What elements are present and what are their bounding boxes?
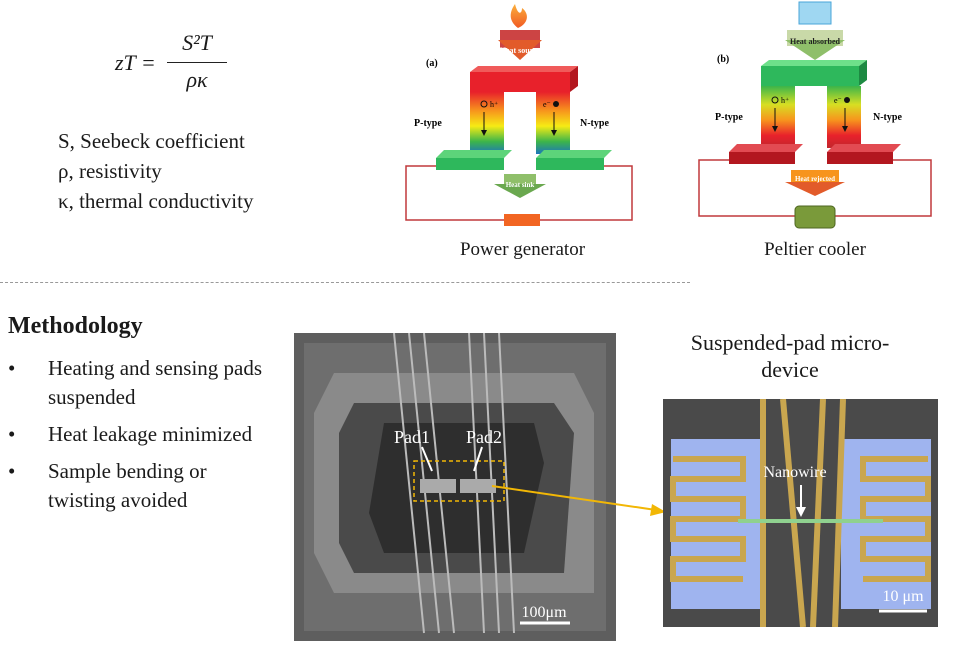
ice-icon bbox=[798, 1, 832, 25]
battery-icon bbox=[794, 205, 836, 229]
definition-seebeck: S, Seebeck coefficient bbox=[58, 129, 245, 153]
hole-carrier-label: h⁺ bbox=[781, 96, 789, 105]
section-divider bbox=[0, 282, 690, 283]
zoom-region-box bbox=[413, 460, 505, 502]
hole-carrier-label: h⁺ bbox=[490, 100, 498, 109]
sem-device-image: Pad1 Pad2 100μm bbox=[294, 333, 616, 641]
zoom-scale-label: 10 μm bbox=[882, 588, 924, 605]
pad2-label: Pad2 bbox=[466, 427, 502, 447]
formula-fraction: S²T ρκ bbox=[167, 28, 227, 93]
methodology-bullet: •Heat leakage minimized bbox=[8, 422, 253, 446]
zoomed-device-image: Nanowire 10 μm bbox=[663, 399, 938, 627]
formula-lhs: zT = bbox=[115, 50, 156, 75]
nanowire-label: Nanowire bbox=[763, 464, 826, 481]
power-generator-diagram: Heat source (a) h⁺ e⁻ P-type N-type Heat… bbox=[405, 4, 633, 226]
heat-absorbed-label: Heat absorbed bbox=[790, 37, 841, 46]
electron-carrier-label: e⁻ bbox=[834, 96, 842, 105]
formula-denominator: ρκ bbox=[186, 67, 208, 92]
flame-icon bbox=[510, 4, 527, 28]
formula-numerator: S²T bbox=[167, 28, 227, 63]
panel-a-label: (a) bbox=[426, 58, 438, 69]
definition-resistivity: ρ, resistivity bbox=[58, 159, 162, 183]
pad1-label: Pad1 bbox=[394, 427, 430, 447]
peltier-cooler-caption: Peltier cooler bbox=[764, 239, 866, 260]
heat-source-label: Heat source bbox=[500, 46, 541, 55]
n-type-label: N-type bbox=[580, 118, 609, 129]
heat-rejected-label: Heat rejected bbox=[795, 175, 835, 183]
peltier-cooler-diagram: Heat absorbed (b) h⁺ e⁻ P-type N-type He… bbox=[698, 1, 932, 229]
micro-device-title: Suspended-pad micro-device bbox=[690, 330, 890, 382]
methodology-list: •Heating and sensing pads suspended •Hea… bbox=[8, 354, 268, 523]
methodology-title: Methodology bbox=[8, 313, 143, 339]
heat-sink-label: Heat sink bbox=[506, 181, 535, 189]
p-type-label: P-type bbox=[715, 112, 743, 123]
n-type-label: N-type bbox=[873, 112, 902, 123]
methodology-bullet: •Heating and sensing pads suspended bbox=[8, 356, 263, 409]
panel-b-label: (b) bbox=[717, 54, 729, 65]
power-generator-caption: Power generator bbox=[459, 239, 586, 260]
electron-carrier-label: e⁻ bbox=[543, 100, 551, 109]
definition-thermal-conductivity: κ, thermal conductivity bbox=[58, 189, 254, 213]
methodology-bullet: •Sample bending or twisting avoided bbox=[8, 459, 207, 512]
zoom-connector-arrow bbox=[491, 485, 666, 516]
p-type-label: P-type bbox=[414, 118, 442, 129]
scale-bar-label: 100μm bbox=[521, 604, 567, 621]
formula-definitions: S, Seebeck coefficient ρ, resistivity κ,… bbox=[58, 126, 253, 216]
